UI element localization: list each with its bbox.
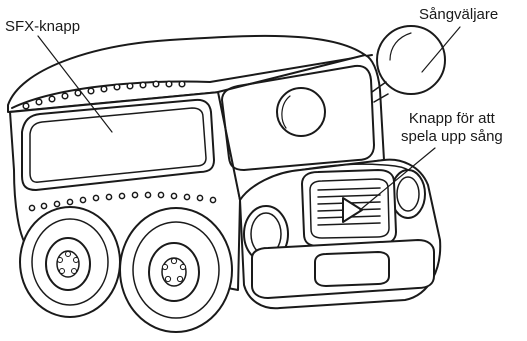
license-plate	[315, 252, 389, 286]
sfx-button-label: SFX-knapp	[5, 18, 80, 36]
front-wheel	[120, 208, 232, 332]
play-song-button-label: Knapp för att spela upp sång	[401, 110, 503, 146]
song-selector-label: Sångväljare	[419, 6, 498, 24]
rear-wheel	[20, 207, 120, 317]
play-song-label-line2: spela upp sång	[401, 128, 503, 146]
play-song-label-line1: Knapp för att	[401, 110, 503, 128]
song-selector-disc	[377, 26, 445, 94]
song-selector-dial	[277, 88, 325, 136]
